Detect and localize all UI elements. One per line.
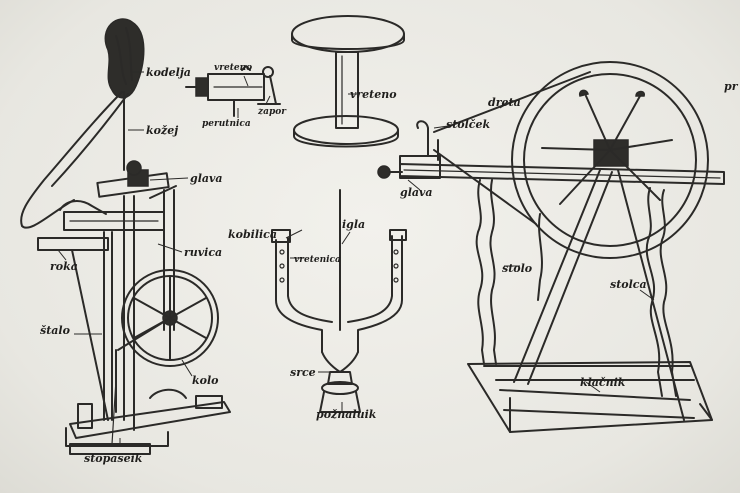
label-vretenica: vretenica (294, 255, 341, 265)
flyer-detail (185, 65, 281, 117)
label-vreteno-small: vreteno (214, 63, 252, 73)
upright-spinning-wheel (20, 18, 231, 455)
label-kozelj: kožej (146, 124, 178, 137)
label-klacnik: klačnik (580, 376, 626, 389)
label-igla: igla (342, 218, 365, 231)
bobbin-detail (291, 15, 405, 148)
label-perutnica: perutnica (202, 119, 251, 129)
label-glava-right: glava (400, 186, 433, 199)
label-stolcek: stolček (446, 118, 490, 131)
label-edge-fragment: pr (724, 80, 739, 93)
distaff-fibre (104, 18, 145, 99)
label-kolo: kolo (192, 374, 218, 387)
leader-lines (57, 71, 655, 446)
label-kodelja: kodelja (146, 66, 191, 79)
label-vreteno-large: vreteno (350, 88, 397, 101)
label-stalo: štalo (40, 324, 70, 337)
horizontal-spinning-wheel (377, 61, 725, 433)
label-stolca: stolca (610, 278, 647, 291)
label-roka: roka (50, 260, 78, 273)
label-ruvica: ruvica (184, 246, 222, 259)
label-stopaseik: stopaseik (84, 452, 143, 465)
part-labels: kodelja vreteno perutnica zapor vreteno … (40, 63, 739, 465)
label-zapor: zapor (257, 107, 287, 117)
label-srce: srce (290, 366, 316, 379)
label-dreta: dreta (488, 96, 521, 109)
label-poznaluik: požnaluik (316, 408, 377, 421)
label-kobilica: kobilica (228, 228, 277, 241)
label-glava-left: glava (190, 172, 223, 185)
support-fork-detail (271, 189, 407, 413)
label-stolo: stolo (502, 262, 532, 275)
